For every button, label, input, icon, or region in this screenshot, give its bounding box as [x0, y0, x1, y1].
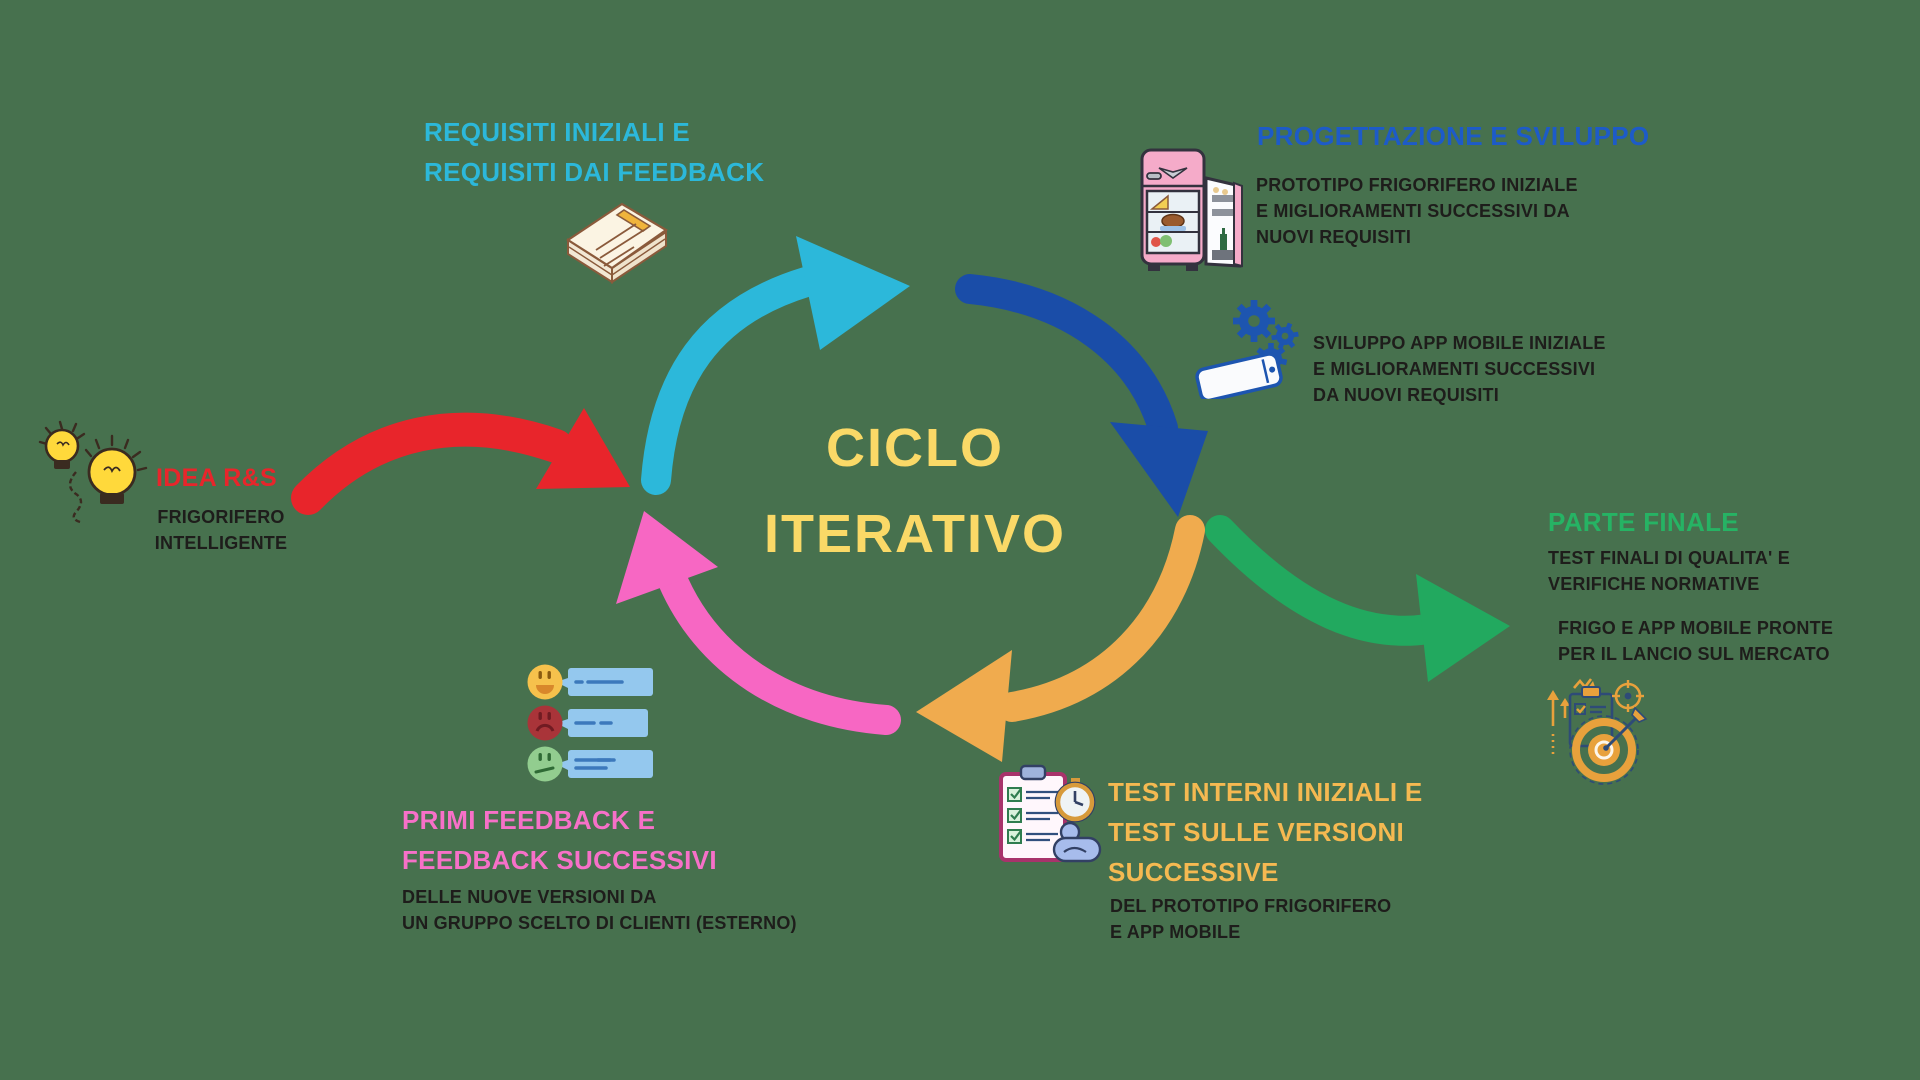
note-line: PER IL LANCIO SUL MERCATO: [1558, 644, 1830, 664]
note-line: UN GRUPPO SCELTO DI CLIENTI (ESTERNO): [402, 913, 797, 933]
section-feedback-title: PRIMI FEEDBACK E FEEDBACK SUCCESSIVI: [402, 800, 717, 880]
title-line: TEST SULLE VERSIONI: [1108, 817, 1405, 847]
note-line: TEST FINALI DI QUALITA' E: [1548, 548, 1790, 568]
test-subtitle: DEL PROTOTIPO FRIGORIFERO E APP MOBILE: [1110, 893, 1391, 945]
section-parte-finale-title: PARTE FINALE: [1548, 507, 1739, 537]
final-arrow-green: [1205, 515, 1510, 682]
progettazione-app-note: SVILUPPO APP MOBILE INIZIALE E MIGLIORAM…: [1313, 330, 1606, 408]
note-line: VERIFICHE NORMATIVE: [1548, 574, 1760, 594]
parte-finale-note2: FRIGO E APP MOBILE PRONTE PER IL LANCIO …: [1558, 615, 1833, 667]
note-line: INTELLIGENTE: [154, 533, 288, 553]
paper-stack-icon: [565, 202, 669, 284]
note-line: DEL PROTOTIPO FRIGORIFERO: [1110, 896, 1392, 916]
center-title: CICLO ITERATIVO: [695, 420, 1135, 562]
note-line: DA NUOVI REQUISITI: [1313, 385, 1499, 405]
center-title-line: ITERATIVO: [763, 504, 1066, 564]
progettazione-fridge-note: PROTOTIPO FRIGORIFERO INIZIALE E MIGLIOR…: [1256, 172, 1578, 250]
lightbulbs-icon: [38, 420, 148, 524]
note-line: E APP MOBILE: [1110, 922, 1241, 942]
section-progettazione-title: PROGETTAZIONE E SVILUPPO: [1257, 121, 1650, 151]
feedback-subtitle: DELLE NUOVE VERSIONI DA UN GRUPPO SCELTO…: [402, 884, 797, 936]
section-requisiti-title: REQUISITI INIZIALI E REQUISITI DAI FEEDB…: [424, 112, 764, 192]
note-line: E MIGLIORAMENTI SUCCESSIVI: [1313, 359, 1596, 379]
gears-tablet-icon: [1195, 300, 1299, 399]
title-line: FEEDBACK SUCCESSIVI: [402, 845, 717, 875]
parte-finale-note1: TEST FINALI DI QUALITA' E VERIFICHE NORM…: [1548, 545, 1790, 597]
cycle-arrow-pink: [616, 511, 901, 735]
note-line: E MIGLIORAMENTI SUCCESSIVI DA: [1256, 201, 1570, 221]
checklist-clock-icon: [999, 764, 1102, 863]
section-test-title: TEST INTERNI INIZIALI E TEST SULLE VERSI…: [1108, 772, 1423, 892]
title-line: REQUISITI DAI FEEDBACK: [424, 157, 765, 187]
title-line: TEST INTERNI INIZIALI E: [1108, 777, 1423, 807]
note-line: FRIGORIFERO: [157, 507, 285, 527]
note-line: PROTOTIPO FRIGORIFERO INIZIALE: [1256, 175, 1578, 195]
cycle-arrow-orange: [916, 515, 1205, 762]
title-line: PRIMI FEEDBACK E: [402, 805, 656, 835]
note-line: SVILUPPO APP MOBILE INIZIALE: [1313, 333, 1606, 353]
title-line: SUCCESSIVE: [1108, 857, 1279, 887]
idea-arrow: [291, 408, 630, 515]
note-line: FRIGO E APP MOBILE PRONTE: [1558, 618, 1834, 638]
note-line: DELLE NUOVE VERSIONI DA: [402, 887, 657, 907]
fridge-icon: [1140, 148, 1243, 271]
cycle-arrow-blue: [955, 274, 1208, 517]
idea-subtitle: FRIGORIFERO INTELLIGENTE: [128, 504, 314, 556]
cycle-arrow-cyan: [641, 236, 910, 495]
launch-target-icon: [1547, 678, 1648, 785]
title-line: REQUISITI INIZIALI E: [424, 117, 691, 147]
feedback-emojis-icon: [527, 664, 653, 782]
note-line: NUOVI REQUISITI: [1256, 227, 1412, 247]
center-title-line: CICLO: [826, 418, 1004, 478]
section-idea-title: IDEA R&S: [156, 464, 277, 492]
